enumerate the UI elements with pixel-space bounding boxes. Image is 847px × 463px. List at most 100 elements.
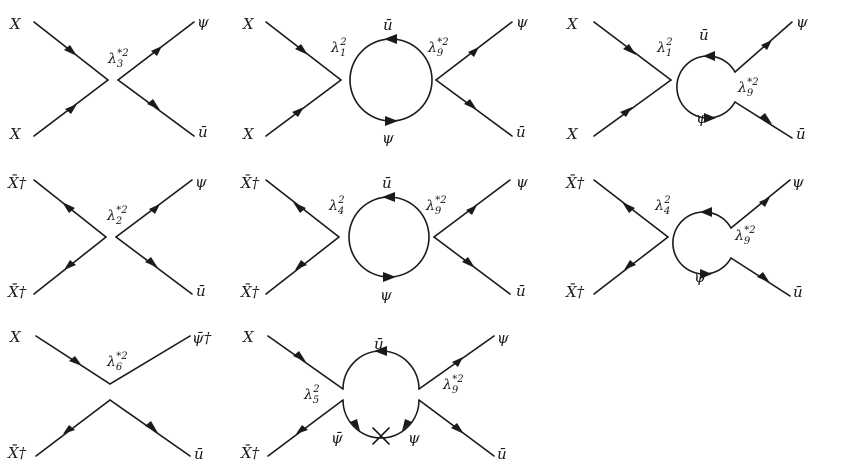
label-ubar-out: ū (793, 283, 803, 301)
label-xbar-dagger-top: X̄† (7, 174, 27, 192)
loop-upper (342, 350, 420, 390)
label-ubar: ū (383, 16, 393, 34)
arrow-icon (704, 113, 716, 123)
arrow-icon (384, 34, 397, 44)
loop-lower (342, 399, 420, 439)
arrow-icon (293, 202, 306, 213)
label-x: X (9, 328, 22, 346)
propagator-x-lower (593, 79, 672, 137)
arrow-icon (149, 204, 160, 214)
coupling-lambda1-2: λ12 (656, 37, 673, 59)
arrow-icon (147, 99, 160, 110)
label-psibar: ψ̄ (331, 429, 343, 447)
propagator-x-lower (265, 79, 342, 137)
arrow-icon (761, 40, 772, 50)
label-psi-out: ψ (796, 13, 808, 31)
label-ubar-out: ū (516, 282, 526, 300)
arrow-icon (145, 257, 158, 268)
label-xbar-dagger: X̄† (7, 444, 27, 462)
propagator-x (267, 335, 344, 390)
label-xbar-dagger-bottom: X̄† (565, 283, 585, 301)
coupling-lambda9-star2: λ9*2 (427, 37, 449, 59)
label-ubar: ū (194, 445, 204, 463)
coupling-lambda9-star2: λ9*2 (425, 195, 447, 217)
propagator-psi (730, 179, 791, 229)
label-x-bottom: X (242, 125, 255, 143)
label-xbar-dagger-top: X̄† (565, 174, 585, 192)
arrow-icon (452, 357, 463, 367)
label-xbar-dagger: X̄† (240, 444, 260, 462)
diagram-r2c3: X̄† X̄† ψ ū ψ λ42 λ9*2 (565, 173, 804, 301)
arrow-icon (622, 202, 635, 213)
arrow-icon (63, 425, 75, 434)
arrow-icon (620, 107, 632, 117)
arrow-icon (759, 113, 772, 124)
arrow-icon (292, 107, 304, 117)
mass-insertion-cross-icon (372, 427, 390, 445)
loop (676, 55, 736, 119)
arrow-icon (468, 47, 479, 57)
arrow-icon (759, 197, 770, 207)
coupling-lambda1-2: λ12 (330, 37, 347, 59)
coupling-lambda9-star2: λ9*2 (442, 374, 464, 396)
coupling-lambda9-star2: λ9*2 (737, 77, 759, 99)
label-psi: ψ (380, 286, 392, 304)
label-psi: ψ (694, 268, 706, 286)
label-x-top: X (566, 15, 579, 33)
arrow-icon (700, 269, 712, 279)
label-xbar-dagger-bottom: X̄† (240, 283, 260, 301)
coupling-lambda3-star2: λ3*2 (107, 48, 129, 70)
arrow-icon (293, 351, 306, 362)
label-psi-out: ψ (792, 173, 804, 191)
arrow-icon (466, 205, 477, 215)
arrow-icon (151, 46, 162, 56)
label-ubar: ū (374, 335, 384, 353)
label-psibar-dagger: ψ̄† (192, 329, 212, 347)
label-x-bottom: X (9, 125, 22, 143)
arrow-icon (296, 425, 308, 434)
label-psi: ψ (382, 129, 394, 147)
label-psi-out: ψ (497, 329, 509, 347)
arrow-icon (624, 260, 636, 270)
diagram-r3c1: X X̄† ψ̄† ū λ6*2 (7, 328, 212, 463)
loop (348, 196, 430, 278)
arrow-icon (64, 45, 77, 56)
arrow-icon (64, 260, 76, 270)
coupling-lambda4-2: λ42 (654, 195, 671, 217)
label-psi-out: ψ (516, 173, 528, 191)
coupling-lambda5-2: λ52 (303, 384, 320, 406)
label-psi: ψ (195, 173, 207, 191)
diagram-r1c3: X X ū ψ ψ ū λ12 λ9*2 (566, 13, 808, 143)
diagram-r3c2: X X̄† ū ψ̄ ψ ψ ū λ52 λ9*2 (240, 328, 509, 463)
arrow-icon (464, 99, 477, 110)
coupling-lambda6-star2: λ6*2 (106, 351, 128, 373)
arrow-icon (295, 260, 307, 270)
label-psi: ψ (197, 13, 209, 31)
label-psi-out: ψ (516, 13, 528, 31)
label-xbar-dagger-bottom: X̄† (7, 283, 27, 301)
arrow-icon (385, 116, 398, 126)
loop (349, 38, 433, 122)
label-ubar-out: ū (497, 445, 507, 463)
label-x-top: X (242, 15, 255, 33)
arrow-icon (145, 421, 158, 433)
label-x-top: X (9, 15, 22, 33)
label-xbar-dagger-top: X̄† (240, 174, 260, 192)
arrow-icon (65, 104, 77, 114)
arrow-icon (700, 207, 712, 217)
label-ubar: ū (699, 26, 709, 44)
arrow-icon (69, 356, 82, 366)
arrow-icon (374, 346, 387, 356)
arrow-icon (295, 44, 308, 55)
diagram-r2c1: X̄† X̄† ψ ū λ2*2 (7, 173, 207, 301)
loop (672, 211, 732, 275)
label-x: X (242, 328, 255, 346)
diagram-r1c2: X X ū ψ ψ ū λ12 λ9*2 (242, 13, 528, 147)
label-ubar: ū (196, 282, 206, 300)
label-x-bottom: X (566, 125, 579, 143)
arrow-icon (623, 44, 636, 55)
label-ubar: ū (382, 174, 392, 192)
coupling-lambda2-star2: λ2*2 (106, 205, 128, 227)
arrow-icon (757, 272, 770, 283)
